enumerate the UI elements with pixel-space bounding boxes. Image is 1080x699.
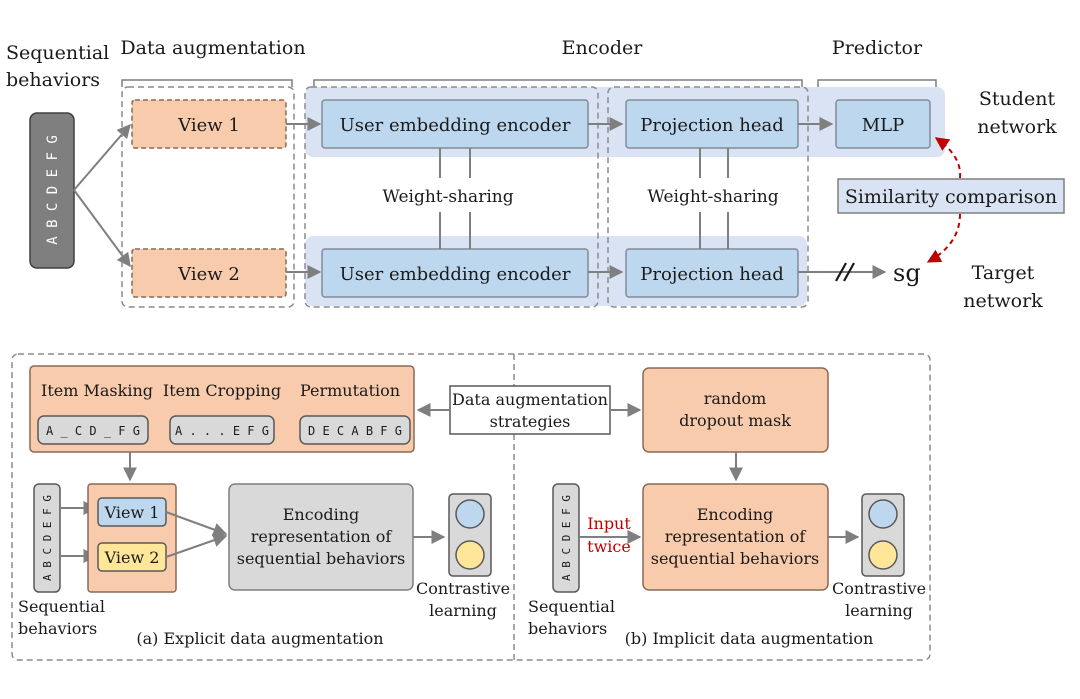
- input-label-line2: behaviors: [6, 69, 100, 91]
- permutation-seq-box: [299, 415, 411, 445]
- arrow-view1-encoding: [165, 511, 228, 537]
- input-twice-line2: twice: [587, 537, 631, 556]
- explicit-encoding-line1: Encoding: [283, 505, 359, 524]
- explicit-contrastive-line2: learning: [429, 601, 497, 620]
- encoder-top-label: User embedding encoder: [340, 115, 571, 136]
- similarity-box: [837, 178, 1065, 214]
- view2-label: View 2: [177, 264, 240, 285]
- similarity-arrow-target: [926, 213, 961, 263]
- implicit-encoding-line2: representation of: [665, 527, 807, 546]
- implicit-contrastive-line1: Contrastive: [832, 579, 926, 598]
- permutation-label: Permutation: [300, 381, 400, 400]
- mlp-box: [835, 99, 931, 149]
- item-cropping-seq: A . . . E F G: [175, 424, 269, 438]
- implicit-seq-label-line2: behaviors: [528, 619, 607, 638]
- strategies-line1: Data augmentation: [452, 390, 608, 409]
- similarity-arrow-student: [934, 137, 962, 179]
- aug-header: Data augmentation: [120, 37, 305, 59]
- dropout-box: [642, 367, 829, 453]
- aug-group: [121, 86, 295, 308]
- predictor-bracket: [817, 79, 937, 87]
- aug-bracket: [121, 79, 293, 87]
- explicit-view2-label: View 2: [104, 548, 160, 567]
- target-label-line1: Target: [972, 262, 1035, 284]
- student-label-line1: Student: [979, 88, 1056, 110]
- explicit-seq-box: [33, 483, 61, 593]
- stop-grad-label: sg: [893, 259, 921, 287]
- explicit-encoding-line2: representation of: [251, 527, 393, 546]
- explicit-seq-label-line2: behaviors: [18, 619, 97, 638]
- arrow-view2-encoding: [165, 533, 228, 558]
- view2-box: [131, 248, 287, 298]
- explicit-encoding-line3: sequential behaviors: [237, 549, 406, 568]
- implicit-encoding-line3: sequential behaviors: [651, 549, 820, 568]
- projection-group: [607, 86, 809, 308]
- implicit-contrastive-line2: learning: [845, 601, 913, 620]
- input-sequence-text: A B C D E F G: [45, 135, 61, 245]
- explicit-caption: (a) Explicit data augmentation: [136, 629, 383, 648]
- implicit-seq-text: A B C D E F G: [560, 495, 573, 581]
- dropout-line1: random: [704, 389, 767, 408]
- view1-box: [131, 99, 287, 149]
- explicit-seq-label-line1: Sequential: [18, 597, 105, 616]
- two-circles-icon: [861, 493, 905, 577]
- double-slash-icon: [835, 262, 855, 282]
- target-label-line2: network: [963, 290, 1043, 312]
- two-circles-icon: [448, 493, 492, 577]
- explicit-view1-label: View 1: [104, 503, 160, 522]
- arrow-input-view1: [73, 123, 131, 191]
- student-label-line2: network: [977, 116, 1057, 138]
- similarity-label: Similarity comparison: [845, 186, 1057, 208]
- proj-bottom-label: Projection head: [640, 264, 784, 285]
- implicit-caption: (b) Implicit data augmentation: [625, 629, 874, 648]
- item-masking-seq: A _ C D _ F G: [46, 424, 140, 438]
- implicit-encoding-line1: Encoding: [697, 505, 773, 524]
- item-masking-seq-box: [37, 415, 149, 445]
- permutation-seq: D E C A B F G: [308, 424, 402, 438]
- encoder-bottom-label: User embedding encoder: [340, 264, 571, 285]
- weight-sharing-label-1: Weight-sharing: [382, 187, 513, 207]
- item-masking-label: Item Masking: [41, 381, 153, 400]
- item-cropping-seq-box: [169, 415, 275, 445]
- mlp-label: MLP: [862, 115, 905, 136]
- arrow-input-view2: [73, 189, 131, 268]
- strategies-line2: strategies: [490, 412, 571, 431]
- explicit-seq-text: A B C D E F G: [41, 495, 54, 581]
- explicit-view1-box: [97, 497, 167, 527]
- dropout-line2: dropout mask: [679, 411, 791, 430]
- item-cropping-label: Item Cropping: [163, 381, 281, 400]
- encoder-group: [304, 86, 599, 308]
- weight-sharing-label-2: Weight-sharing: [647, 187, 778, 207]
- proj-top-label: Projection head: [640, 115, 784, 136]
- encoder-header: Encoder: [562, 37, 644, 59]
- predictor-header: Predictor: [832, 37, 923, 59]
- explicit-contrastive-line1: Contrastive: [416, 579, 510, 598]
- bottom-frame: [11, 353, 931, 661]
- encoder-bracket: [313, 79, 803, 87]
- implicit-seq-label-line1: Sequential: [528, 597, 615, 616]
- view1-label: View 1: [177, 115, 240, 136]
- input-label-line1: Sequential: [6, 42, 109, 64]
- input-twice-line1: Input: [587, 514, 631, 533]
